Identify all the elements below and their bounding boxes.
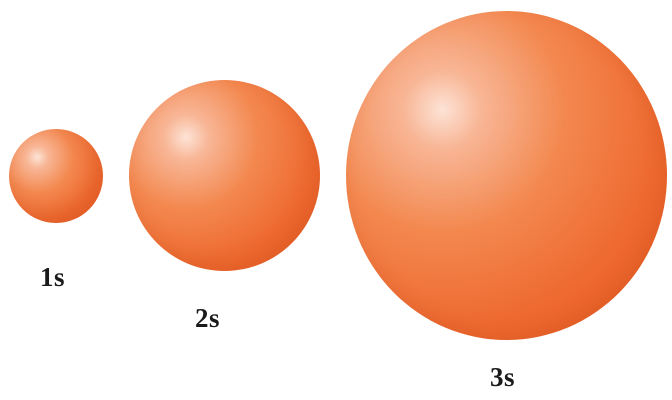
orbital-1s-sphere: [9, 129, 103, 223]
orbital-1s-label: 1s: [40, 264, 65, 291]
orbital-2s-sphere: [129, 80, 320, 271]
orbital-3s-sphere: [346, 11, 667, 340]
orbital-3s-label: 3s: [490, 364, 515, 391]
orbital-2s-label: 2s: [195, 305, 220, 332]
